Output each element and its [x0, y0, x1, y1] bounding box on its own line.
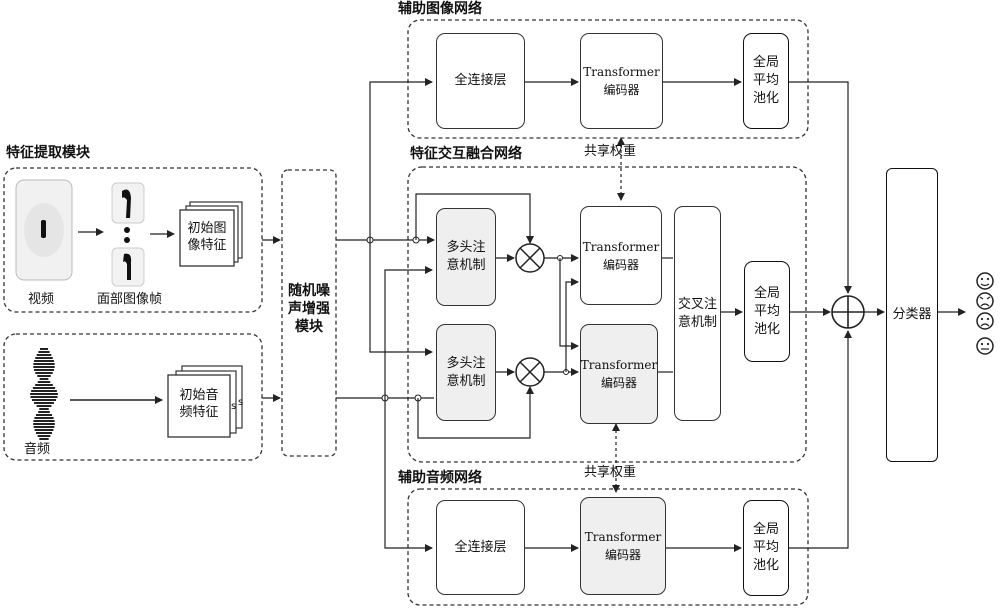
classifier-box: 分类器	[886, 168, 938, 462]
happy-face-icon	[977, 273, 993, 289]
noise-module-label: 随机噪声增强模块	[282, 282, 336, 336]
feature-extract-title: 特征提取模块	[6, 145, 90, 162]
aux-audio-fc-layer: 全连接层	[436, 500, 525, 595]
fusion-cross-attention: 交叉注意机制	[674, 206, 721, 421]
multiply-node-bottom	[516, 358, 544, 386]
initial-audio-feature-label: 初始音频特征	[168, 387, 230, 421]
fusion-mha-top: 多头注意机制	[436, 208, 496, 306]
fusion-global-avg-pool: 全局平均池化	[744, 261, 790, 362]
stack-mark-1: s	[231, 398, 236, 415]
audio-waveform-icon	[30, 348, 58, 440]
aux-image-transformer-encoder: Transformer编码器	[580, 33, 663, 129]
fusion-transformer-bottom: Transformer编码器	[580, 324, 658, 424]
fusion-title: 特征交互融合网络	[410, 146, 522, 163]
fusion-transformer-top: Transformer编码器	[580, 206, 662, 305]
aux-image-fc-layer: 全连接层	[436, 33, 525, 129]
aux-audio-title: 辅助音频网络	[398, 470, 482, 487]
initial-image-feature-label: 初始图像特征	[180, 220, 234, 254]
stack-mark-2: s	[238, 394, 243, 411]
shared-weight-bottom-label: 共享权重	[584, 464, 636, 481]
aux-audio-transformer-encoder: Transformer编码器	[580, 497, 666, 595]
sum-node	[832, 296, 864, 328]
face-frames-icon	[112, 183, 144, 286]
angry-face-icon	[977, 293, 993, 309]
neutral-face-icon	[977, 338, 993, 354]
aux-audio-global-avg-pool: 全局平均池化	[743, 500, 789, 596]
fusion-mha-bottom: 多头注意机制	[436, 324, 496, 421]
video-thumbnail-icon	[16, 180, 72, 280]
shared-weight-top-label: 共享权重	[584, 143, 636, 160]
sad-face-icon	[977, 313, 993, 329]
multiply-node-top	[516, 244, 544, 272]
aux-image-title: 辅助图像网络	[398, 1, 482, 18]
face-frames-label: 面部图像帧	[97, 291, 162, 308]
audio-label: 音频	[24, 441, 50, 458]
video-label: 视频	[28, 291, 54, 308]
aux-image-global-avg-pool: 全局平均池化	[743, 33, 789, 129]
